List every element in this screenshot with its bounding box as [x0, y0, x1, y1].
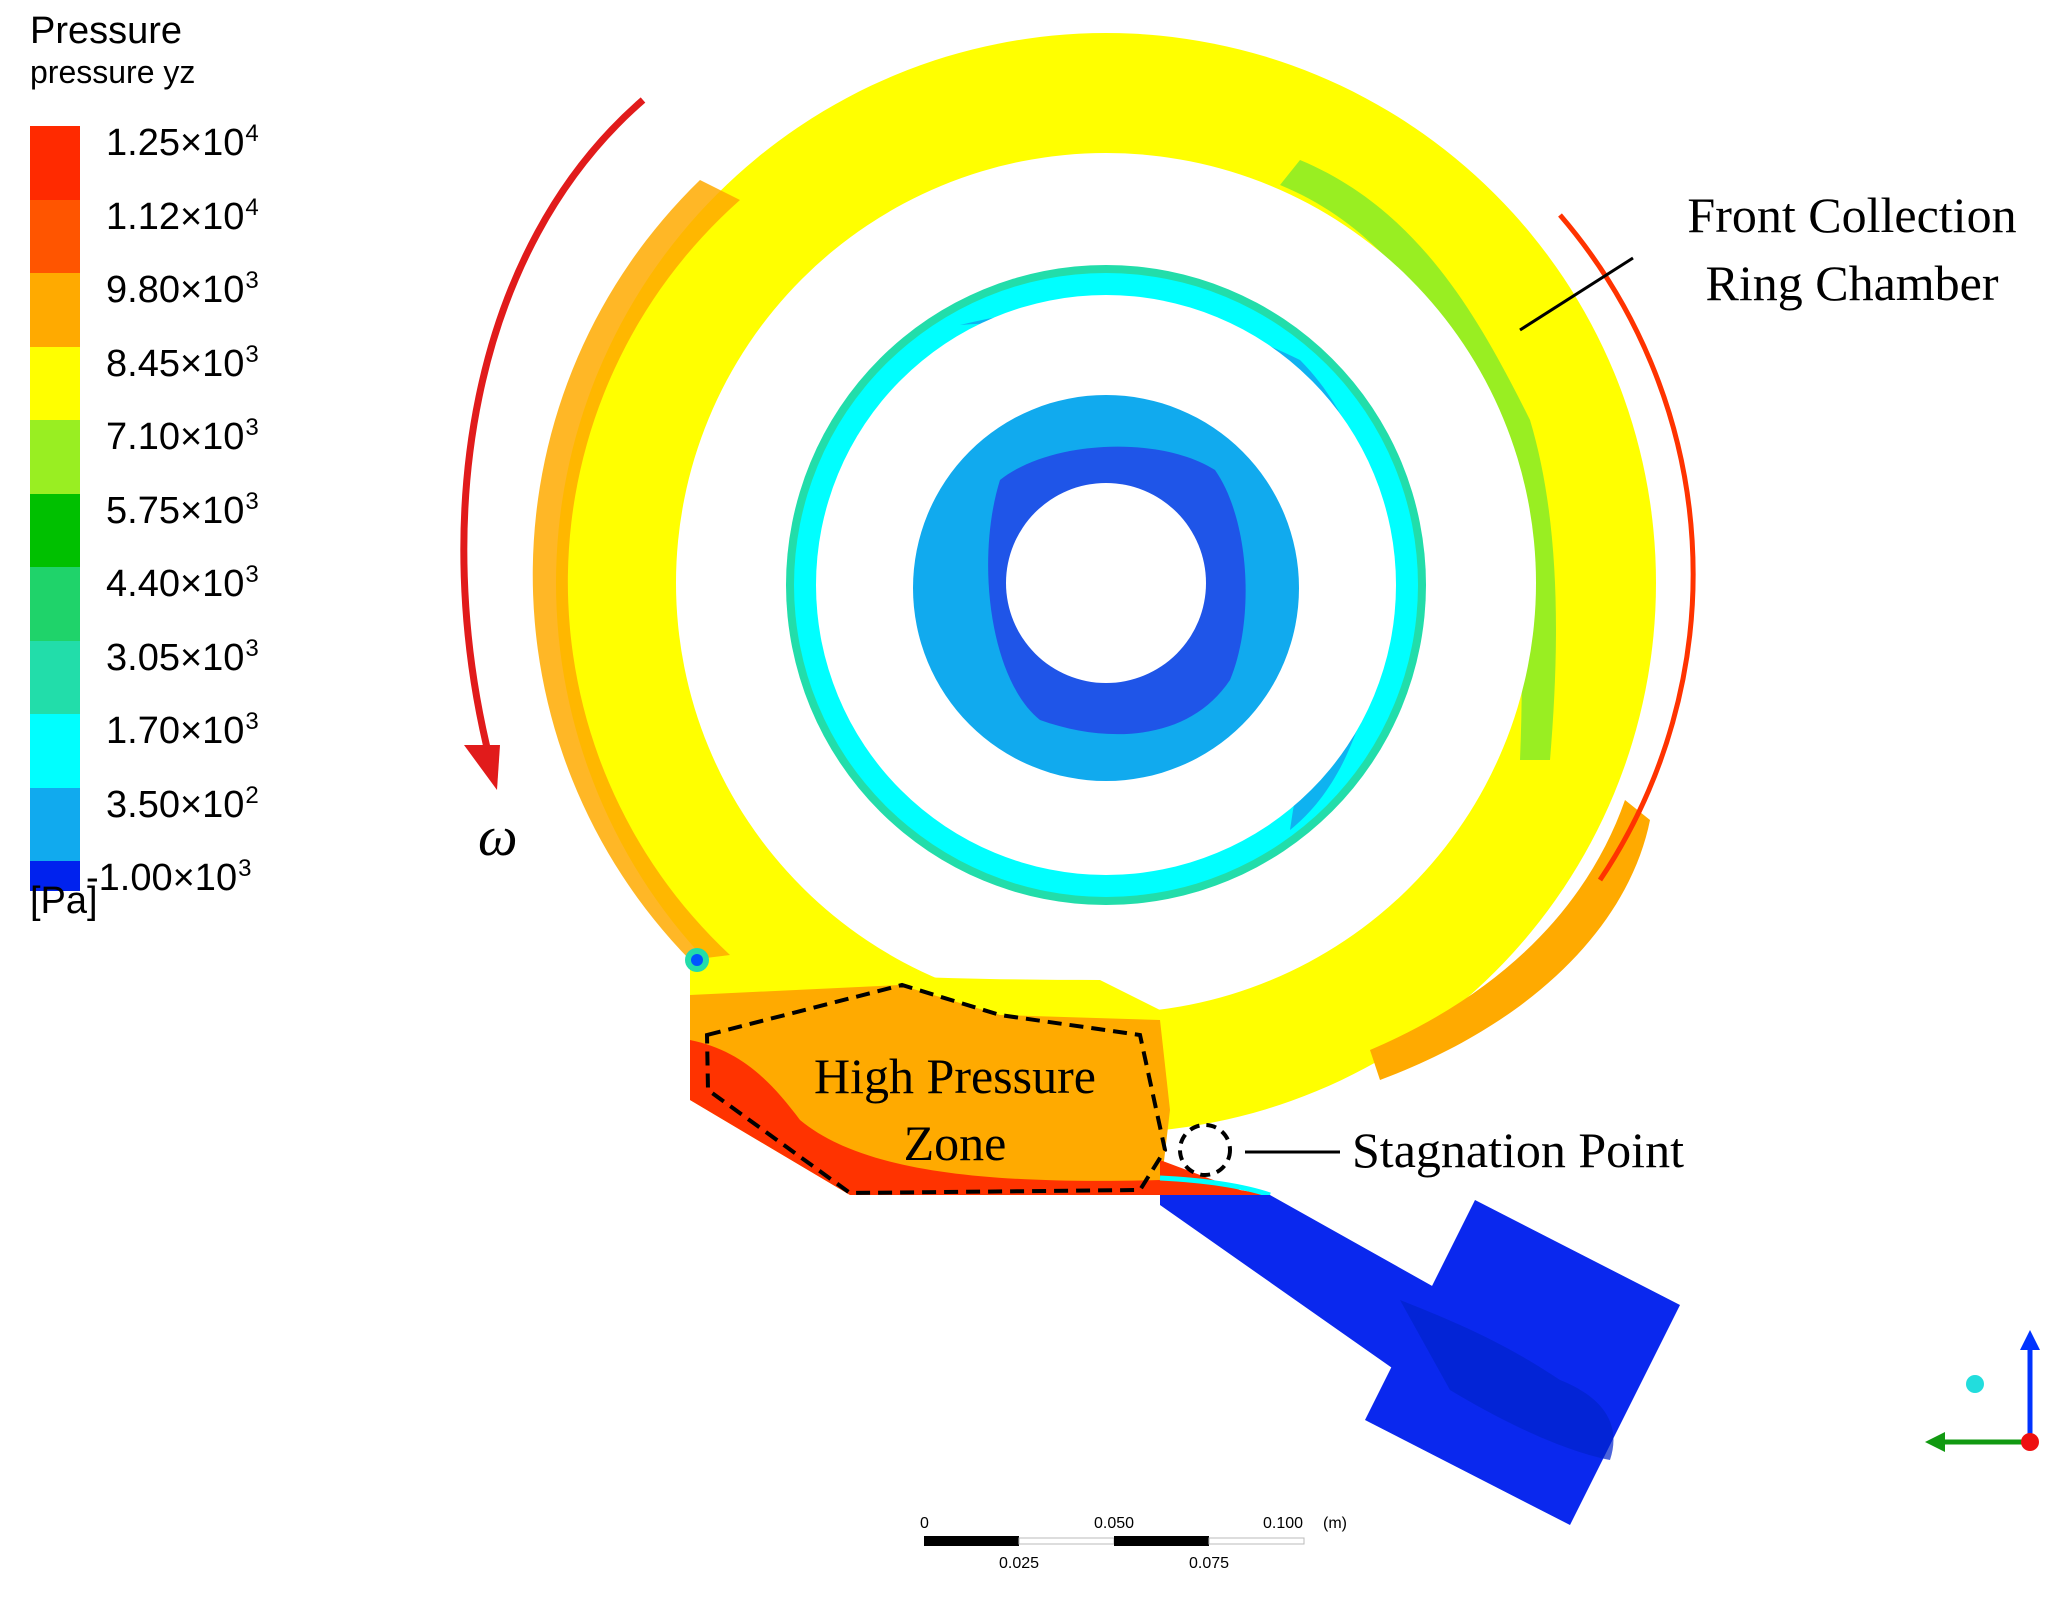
legend-label-5: 5.75×103 [106, 487, 259, 532]
legend-label-exponent-1: 4 [245, 193, 259, 221]
legend-subtitle: pressure yz [30, 54, 196, 90]
inner-ring [913, 395, 1299, 781]
stagnation-cyan-streak [1159, 1175, 1271, 1198]
legend-label-mantissa-7: 3.05×10 [106, 636, 245, 679]
high-pressure-zone-red-edge [690, 1040, 1160, 1195]
legend-unit: [Pa] [30, 880, 98, 922]
legend-title: Pressure [30, 10, 183, 52]
scale-bar-segment-1 [924, 1536, 1019, 1546]
legend-label-6: 4.40×103 [106, 561, 259, 605]
legend-swatch-1 [30, 199, 80, 273]
legend-label-exponent-10: 3 [238, 855, 252, 882]
axis-triad [1925, 1330, 2040, 1452]
legend-label-mantissa-3: 8.45×10 [106, 342, 245, 385]
rotation-arrow-shaft [460, 97, 646, 761]
front-ring-label-line2: Ring Chamber [1705, 255, 1998, 311]
axis-view-dot [1966, 1375, 1984, 1393]
legend-label-4: 7.10×103 [106, 414, 259, 458]
high-pressure-zone-label-line1: High Pressure [814, 1048, 1096, 1104]
legend-label-0: 1.25×104 [106, 120, 259, 164]
high-pressure-zone-label-line2: Zone [904, 1115, 1007, 1171]
legend-label-exponent-0: 4 [245, 120, 259, 147]
legend-label-mantissa-5: 5.75×10 [106, 489, 245, 532]
legend-label-mantissa-6: 4.40×10 [106, 563, 245, 605]
legend-swatch-0 [30, 126, 80, 200]
legend-label-exponent-6: 3 [245, 561, 259, 588]
outlet-pipe [1160, 1195, 1475, 1370]
high-pressure-zone-outline [704, 982, 1168, 1196]
scale-bar: 0 0.050 0.100 (m) 0.025 0.075 [920, 1515, 1347, 1572]
legend-label-1: 1.12×104 [106, 193, 259, 238]
legend-label-3: 8.45×103 [106, 340, 259, 385]
legend-swatch-4 [30, 420, 80, 494]
scale-bar-unit: (m) [1323, 1515, 1347, 1532]
legend-label-exponent-5: 3 [245, 487, 259, 515]
legend-label-exponent-7: 3 [245, 634, 259, 662]
outlet-box-dark-patch [1400, 1300, 1614, 1460]
legend-swatch-3 [30, 346, 80, 420]
legend-label-exponent-2: 3 [245, 267, 259, 294]
legend-label-mantissa-9: 3.50×10 [106, 783, 245, 826]
stagnation-point-label: Stagnation Point [1352, 1122, 1684, 1178]
legend-label-mantissa-10: -1.00×10 [86, 857, 238, 899]
legend-label-exponent-4: 3 [245, 414, 259, 441]
legend-label-mantissa-0: 1.25×10 [106, 122, 245, 164]
legend-swatch-2 [30, 273, 80, 347]
axis-z-arrowhead [2020, 1330, 2040, 1350]
legend-swatch-9 [30, 787, 80, 861]
rotation-arrow-head [464, 745, 500, 790]
legend-label-9: 3.50×102 [106, 781, 259, 826]
legend-swatch-5 [30, 493, 80, 567]
outer-ring-green-band [1280, 160, 1556, 760]
legend-label-10: -1.00×103 [86, 855, 252, 899]
legend-label-exponent-9: 2 [245, 781, 259, 809]
legend-label-exponent-8: 3 [245, 708, 259, 735]
front-ring-label-line1: Front Collection [1687, 187, 2016, 243]
legend-swatch-7 [30, 640, 80, 714]
outer-ring-red-edge [1558, 213, 1696, 882]
legend-label-exponent-3: 3 [245, 340, 259, 368]
legend-label-8: 1.70×103 [106, 708, 259, 752]
inner-ring-hole [1006, 483, 1206, 683]
outer-ring-lower-right-orange [1370, 800, 1650, 1080]
legend-swatch-8 [30, 714, 80, 788]
scale-bar-segment-2 [1018, 1537, 1115, 1545]
omega-label: ω [478, 806, 518, 868]
axis-y-arrowhead [1925, 1432, 1945, 1452]
scale-bar-label-0050: 0.050 [1094, 1515, 1134, 1532]
stagnation-point-marker [1178, 1123, 1232, 1177]
scale-bar-label-0075: 0.075 [1189, 1555, 1229, 1572]
scale-bar-label-0: 0 [920, 1515, 929, 1532]
scale-bar-label-0025: 0.025 [999, 1555, 1039, 1572]
scale-bar-segment-4 [1208, 1537, 1305, 1545]
stagnation-red [1160, 1160, 1270, 1195]
scale-bar-segment-3 [1114, 1536, 1209, 1546]
legend-swatch-10 [30, 861, 80, 891]
legend-label-7: 3.05×103 [106, 634, 259, 679]
legend-label-mantissa-4: 7.10×10 [106, 416, 245, 458]
axis-x-dot [2021, 1433, 2039, 1451]
legend-label-mantissa-1: 1.12×10 [106, 195, 245, 238]
scale-bar-label-0100: 0.100 [1263, 1515, 1303, 1532]
legend-label-2: 9.80×103 [106, 267, 259, 311]
legend-label-mantissa-2: 9.80×10 [106, 269, 245, 311]
outer-ring-left-orange-zone [532, 180, 740, 960]
middle-ring [786, 265, 1426, 905]
front-ring-leader-line [1519, 256, 1634, 332]
inlet-corner-dot-core [691, 954, 703, 966]
legend-swatch-6 [30, 567, 80, 641]
legend-label-mantissa-8: 1.70×10 [106, 710, 245, 752]
